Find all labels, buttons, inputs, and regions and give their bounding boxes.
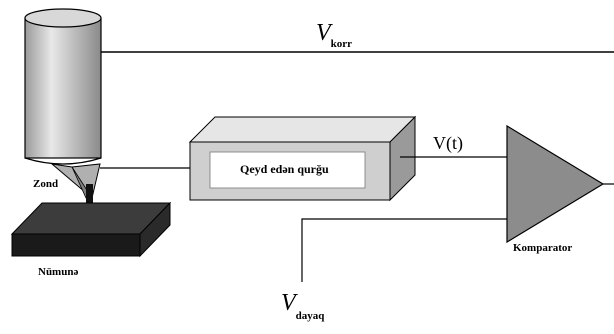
- probe-label: Zond: [33, 178, 59, 190]
- v-dayaq-subscript: dayaq: [295, 310, 325, 322]
- probe-stem: [86, 184, 93, 212]
- recorder-box: [188, 115, 417, 202]
- comparator-triangle: [506, 124, 605, 244]
- v-dayaq-line: [301, 218, 507, 282]
- sample-block: [10, 201, 172, 258]
- recorder-label: Qeyd edən qurğu: [240, 162, 329, 176]
- comparator-label: Komparator: [513, 242, 573, 254]
- signal-label: V(t): [433, 133, 463, 153]
- v-korr-label: Vkorr: [316, 20, 353, 50]
- v-korr-subscript: korr: [330, 38, 353, 50]
- v-dayaq-symbol: V: [281, 290, 296, 316]
- v-dayaq-label: Vdayaq: [281, 290, 324, 322]
- sample-label: Nümunə: [38, 266, 79, 278]
- v-korr-symbol: V: [316, 20, 331, 46]
- probe-scanner: [24, 8, 102, 199]
